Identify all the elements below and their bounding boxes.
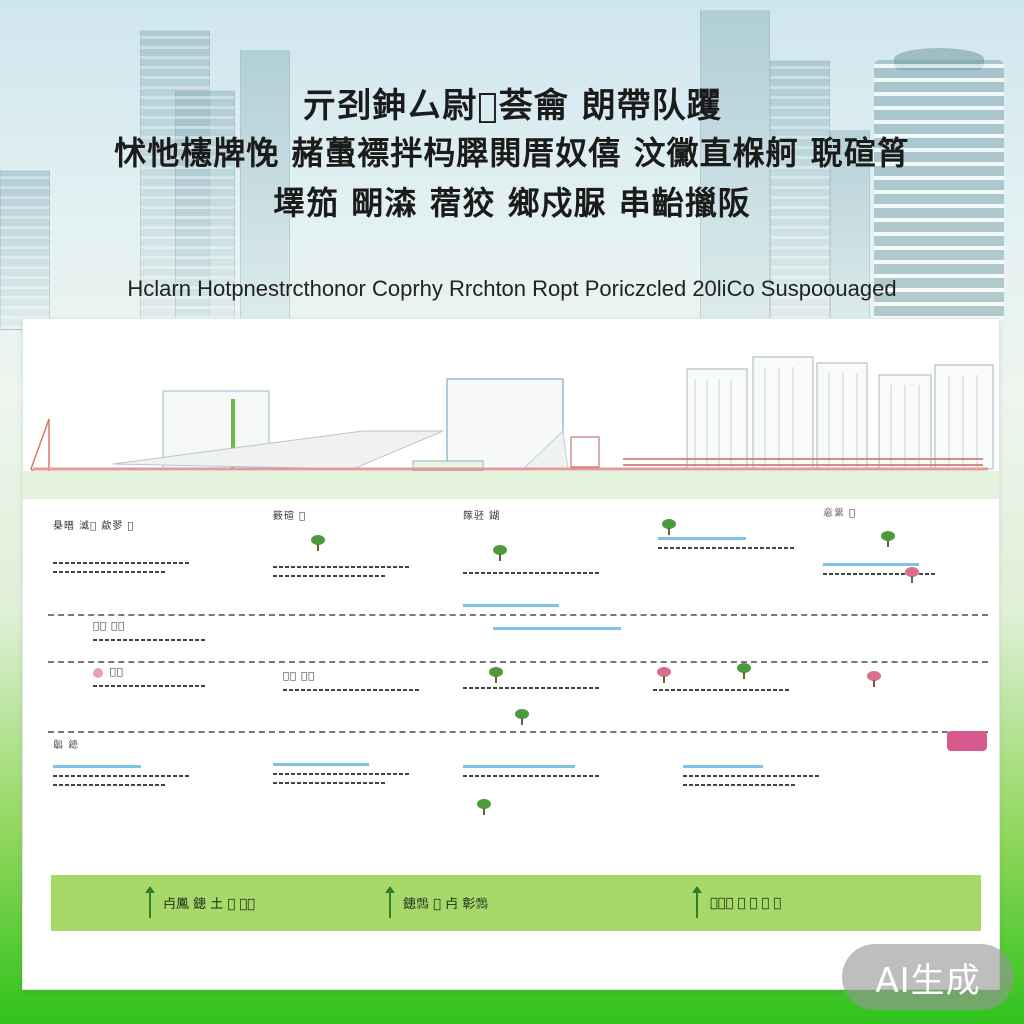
arrow-up-icon bbox=[145, 886, 155, 918]
cell-title: 𢉑𬀰 鐫𤋮 bbox=[283, 671, 316, 682]
grid-cell bbox=[463, 667, 623, 689]
subtitle: Hclarn Hotpnestrcthonor Coprhy Rrchton R… bbox=[127, 276, 897, 301]
cell-title: 𪆰 𨫑 bbox=[53, 740, 80, 751]
divider bbox=[48, 731, 988, 733]
pink-marker bbox=[947, 731, 987, 751]
grid-cell: 䉤碹 𢉳 bbox=[273, 507, 433, 577]
arrow-up-icon bbox=[385, 886, 395, 918]
footer-item: 𬀰𢉳𣦵 𬲀 𢉓 𪅃 𬀰 bbox=[692, 875, 782, 931]
grid-cell: 𢉑𬀰 鐫𤋮 bbox=[283, 671, 443, 691]
background-skyline bbox=[0, 0, 1024, 330]
grid-cell: 𨷖𪅃 𢉓𬀰 bbox=[93, 621, 253, 641]
cell-title: 䉌𬳵 鍸 bbox=[463, 511, 501, 522]
cell-title: 䉤碹 𢉳 bbox=[273, 511, 307, 522]
cell-title: 𬲀𢉳 bbox=[109, 667, 124, 678]
city-illustration-graphic bbox=[23, 356, 999, 499]
footer-item: 𣦵鳳 𨫑 土 𢉳 𪆰𬀰 bbox=[145, 875, 255, 931]
headline-line-1: 亓刭鉮厶尉𬓑荟龠 朗帶队躩 bbox=[302, 86, 722, 126]
grid-cell: 𪆰 𨫑 bbox=[53, 739, 213, 786]
cell-title: 𢡘䉂 𢉳 bbox=[823, 508, 857, 519]
grid-cell bbox=[658, 519, 818, 549]
footer-item-label: 𣦵鳳 𨫑 土 𢉳 𪆰𬀰 bbox=[163, 896, 255, 912]
arrow-up-icon bbox=[692, 886, 702, 918]
grid-cell bbox=[463, 759, 623, 815]
divider bbox=[48, 661, 988, 663]
city-illustration bbox=[23, 319, 999, 499]
headline-line-2: 怵忚櫶牌悗 赭蠆褾拌杩臎閧厝奴僖 汶黴直椺舸 聣碹筲 bbox=[114, 134, 910, 172]
grid-cell: 𬲀𢉳 bbox=[93, 667, 253, 687]
cell-title: 㮂㬐 㵄𬁤 歘翏 𬀰 bbox=[53, 521, 135, 532]
tree-icon bbox=[515, 709, 529, 725]
grid-cell bbox=[683, 759, 843, 786]
grid-cell: 䉌𬳵 鍸 bbox=[463, 507, 623, 607]
footer-item: 𨫑𪅃 𢉓 𣦵 彰𪅃 bbox=[385, 875, 489, 931]
grid-cell bbox=[493, 621, 653, 630]
divider bbox=[48, 614, 988, 616]
infographic-panel: 㮂㬐 㵄𬁤 歘翏 𬀰 䉤碹 𢉳 䉌𬳵 鍸 𢡘䉂 𢉳 bbox=[22, 318, 1000, 990]
footer-item-label: 𨫑𪅃 𢉓 𣦵 彰𪅃 bbox=[403, 896, 489, 912]
footer-strip: 𣦵鳳 𨫑 土 𢉳 𪆰𬀰 𨫑𪅃 𢉓 𣦵 彰𪅃 𬀰𢉳𣦵 𬲀 𢉓 𪅃 𬀰 bbox=[51, 875, 981, 931]
ai-generated-badge: AI生成 bbox=[842, 944, 1014, 1010]
info-grid: 㮂㬐 㵄𬁤 歘翏 𬀰 䉤碹 𢉳 䉌𬳵 鍸 𢡘䉂 𢉳 bbox=[23, 499, 999, 989]
headline-line-3: 墿笳 朙潹 蓿狡 鄉戍脲 串齝擸阪 bbox=[273, 184, 751, 222]
grid-cell bbox=[273, 757, 433, 784]
cell-title: 𨷖𪅃 𢉓𬀰 bbox=[93, 621, 126, 632]
grid-cell: 㮂㬐 㵄𬁤 歘翏 𬀰 bbox=[53, 517, 213, 573]
grid-cell bbox=[653, 663, 813, 691]
grid-cell: 𢡘䉂 𢉳 bbox=[823, 507, 983, 583]
footer-item-label: 𬀰𢉳𣦵 𬲀 𢉓 𪅃 𬀰 bbox=[710, 895, 782, 911]
